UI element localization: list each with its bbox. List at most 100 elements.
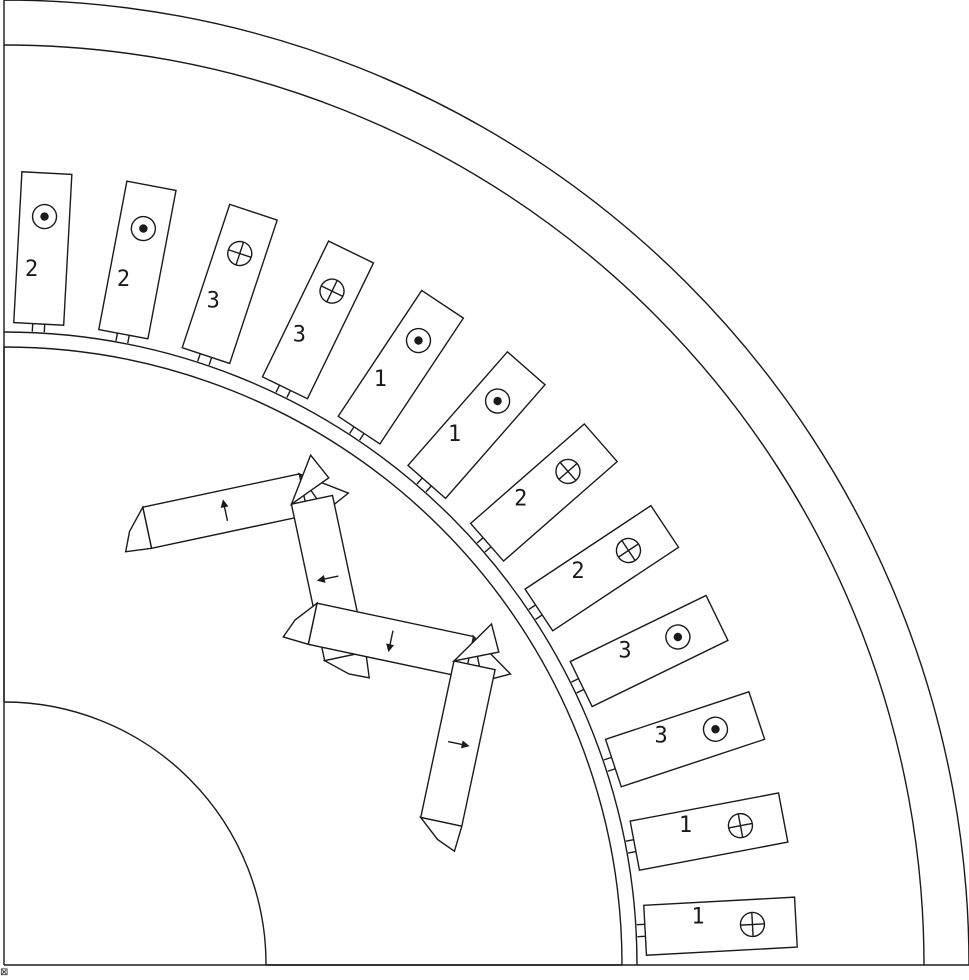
stator-slot: 1: [636, 897, 797, 956]
slot-rectangle: [525, 506, 678, 631]
conductor-cross: [612, 534, 645, 567]
current-in-cross-icon: [612, 534, 645, 567]
slot-phase-label-group: 2: [25, 257, 38, 282]
slot-phase-label: 1: [691, 904, 704, 929]
slot-rectangle: [408, 352, 545, 499]
conductor-dot: [40, 212, 49, 221]
conductor-cross: [740, 912, 765, 937]
conductor-cross: [726, 812, 754, 840]
slot-opening: [637, 924, 646, 936]
arrow-head: [316, 575, 326, 583]
permanent-magnet: [415, 618, 504, 852]
arrow-head: [386, 643, 394, 653]
magnet-flux-barrier: [325, 652, 371, 686]
conductor-cross: [225, 238, 255, 268]
slot-phase-label: 1: [374, 367, 387, 392]
slot-rectangle: [471, 424, 618, 561]
stator-slot: 1: [403, 352, 545, 505]
stator-bore-arc: [4, 332, 637, 965]
slot-opening: [116, 333, 129, 343]
slot-phase-label: 2: [117, 267, 130, 292]
current-in-cross-icon: [740, 912, 765, 937]
magnetization-arrow-icon: [220, 499, 229, 522]
conductor-dot: [673, 632, 683, 642]
current-out-dot-icon: [32, 204, 57, 229]
slot-phase-label-group: 1: [679, 813, 692, 838]
magnetization-arrow-icon: [316, 575, 339, 583]
rotor-outer-surface: [4, 347, 622, 965]
slot-rectangle: [338, 290, 463, 443]
slot-rectangle: [14, 172, 72, 325]
slot-phase-label-group: 1: [374, 367, 387, 392]
magnetization-arrow-icon: [447, 740, 470, 749]
magnet-flux-barrier: [283, 598, 317, 644]
stator-slot: 3: [563, 595, 728, 710]
rotor-body: [4, 347, 622, 965]
conductor-dot: [414, 336, 423, 345]
magnet-pole-tip: [454, 618, 504, 670]
slot-rectangle: [606, 692, 765, 787]
slot-phase-label: 2: [514, 486, 527, 511]
stator-slot: 2: [518, 506, 678, 636]
magnet-pole-tip: [282, 452, 332, 504]
stator-slot: 2: [465, 424, 618, 566]
current-in-cross-icon: [225, 238, 255, 268]
slot-opening: [276, 385, 290, 397]
current-in-cross-icon: [551, 454, 585, 488]
slot-opening: [417, 478, 431, 492]
slot-rectangle: [644, 897, 797, 955]
slot-opening: [350, 427, 364, 440]
stator-slot: 1: [334, 290, 464, 450]
slot-rectangle: [99, 181, 176, 339]
stator-slot: 3: [259, 241, 374, 406]
stator-slot: 1: [622, 793, 788, 872]
slot-opening: [477, 538, 491, 552]
slot-phase-label: 2: [25, 257, 38, 282]
conductor-cross: [316, 275, 348, 307]
slot-opening: [571, 679, 583, 693]
slot-phase-label-group: 3: [207, 289, 220, 314]
magnetization-arrow-icon: [386, 630, 394, 653]
current-out-dot-icon: [700, 714, 730, 744]
current-in-cross-icon: [726, 812, 754, 840]
slot-phase-label-group: 3: [293, 322, 306, 347]
slot-opening: [32, 324, 44, 333]
stator-yoke-arc: [4, 45, 924, 965]
slot-phase-label-group: 2: [117, 267, 130, 292]
slot-phase-label: 2: [571, 559, 584, 584]
slot-opening: [604, 757, 615, 771]
slot-phase-label-group: 1: [448, 422, 461, 447]
slot-phase-label: 1: [448, 422, 461, 447]
stator-slot: 2: [13, 172, 72, 333]
magnet-flux-barrier: [117, 507, 151, 553]
current-out-dot-icon: [129, 215, 157, 243]
slot-phase-label-group: 1: [691, 904, 704, 929]
slot-phase-label: 3: [207, 289, 220, 314]
slot-phase-label-group: 3: [654, 724, 667, 749]
current-out-dot-icon: [481, 384, 515, 418]
conductor-dot: [711, 725, 720, 734]
stator-body: [4, 0, 969, 965]
slot-phase-label: 3: [293, 322, 306, 347]
slot-rectangle: [182, 204, 277, 363]
slot-opening: [198, 354, 212, 365]
arrow-head: [460, 740, 470, 749]
stator-slot: 2: [97, 181, 176, 347]
current-out-dot-icon: [402, 324, 435, 357]
slot-phase-label: 1: [679, 813, 692, 838]
stator-outer-boundary: [4, 0, 969, 965]
conductor-dot: [493, 396, 502, 406]
slot-phase-label-group: 2: [514, 486, 527, 511]
conductor-dot: [139, 224, 148, 233]
stator-slot: 3: [598, 692, 765, 789]
slot-phase-label-group: 2: [571, 559, 584, 584]
slot-opening: [529, 605, 542, 619]
current-out-dot-icon: [662, 621, 694, 653]
slot-phase-label-group: 3: [618, 639, 631, 664]
arrow-head: [220, 499, 229, 509]
slot-opening: [626, 840, 636, 853]
current-in-cross-icon: [316, 275, 348, 307]
rotor-shaft-arc: [4, 702, 266, 965]
slot-rectangle: [570, 595, 728, 706]
